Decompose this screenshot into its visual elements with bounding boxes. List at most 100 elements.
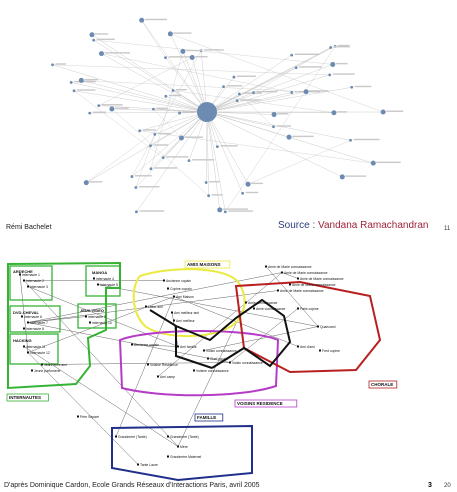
graph-node-label-mark [153,144,169,146]
person-label: internaute 6 [24,315,42,319]
person-label: Chef copain [210,357,228,361]
graph-edge [71,82,208,113]
social-link [19,274,29,353]
graph-node-label-mark [294,53,320,55]
group-label-box [234,399,298,408]
person-label: internaute 5 [100,283,118,287]
graph-node [134,186,138,189]
chorale-region [234,280,382,374]
person-label: internaute 9 [88,315,106,319]
person-node [27,351,29,354]
graph-edge [206,111,343,178]
graph-node-label-mark [168,56,191,58]
person-node [193,369,195,372]
person-label: Fred copine [322,349,340,353]
slide-social-circles: INTERNAUTES AMIS MAISONS VOISINS RESIDENCE… [0,248,457,492]
person-label: Amie de Marie connaissance [268,265,312,269]
graph-node-label-mark [236,75,256,77]
graph-edge [74,90,208,113]
graph-node-label-mark [276,125,292,127]
graph-node [72,89,76,93]
graph-edge [206,111,220,210]
person-node [203,349,205,352]
person-node [207,357,209,360]
graph-edge [253,47,331,93]
social-link [281,272,299,279]
graph-node-label-mark [256,90,278,93]
graph-node [290,91,294,94]
person-node [245,301,247,304]
person-label: Ami Maison [176,295,194,299]
famille-region [111,424,253,482]
graph-node-label-mark [96,38,115,41]
person-node [167,435,169,438]
graph-edge [206,74,330,113]
graph-node [178,135,184,141]
person-node [41,363,43,366]
graph-node [135,210,138,214]
person-label: Paris copine [300,307,319,311]
graph-edge [91,34,208,113]
graph-node-label-mark [144,18,168,21]
group-label: AMIS MAISONS [187,262,221,267]
group-label: INTERNAUTES [9,395,41,400]
graph-node-label-mark [184,136,204,138]
graph-edge [165,57,208,113]
person-node [137,463,139,466]
graph-edge [170,33,208,113]
person-node [177,445,179,448]
person-node [157,375,159,378]
group-label: VOISINS RESIDENCE [237,401,283,406]
graph-edge [206,54,292,113]
graph-edge [206,87,352,113]
person-label: Lalou ami [148,305,163,309]
jeux-video-box [77,303,117,329]
social-link [23,346,179,447]
graph-edge [135,134,155,188]
person-label: Tante Laure [140,463,158,467]
graph-edge [153,108,182,139]
graph-node [153,133,157,136]
graph-edge [206,47,331,113]
graph-node-label-mark [299,66,323,68]
person-label: internaute 12 [30,351,50,355]
person-node [253,307,255,310]
person-node [317,325,319,328]
graph-node [370,160,376,166]
graph-node [252,91,255,94]
subgroup-label: HACKING [13,338,32,343]
person-node [177,345,179,348]
person-label: internaute 8 [26,327,44,331]
graph-node [223,210,227,214]
graph-node-label-mark [245,191,259,194]
graph-node [178,111,181,115]
social-link [27,352,139,465]
graph-node [149,167,153,171]
graph-edge [206,64,333,113]
person-node [19,273,21,276]
graph-node-label-mark [204,49,224,51]
person-label: Amie de Marie connaissance [292,283,336,287]
person-node [173,319,175,322]
person-node [281,271,283,274]
person-label: internaute 11 [26,345,46,349]
subgroup-label: JEUX VIDEO [80,308,104,313]
core-network [149,298,292,369]
graph-node-label-mark [74,80,96,83]
person-label: Ancienne copain [134,343,159,347]
person-label: Amie connaissance [248,301,278,305]
internautes-region [7,261,121,390]
ardeche-box [9,265,53,301]
person-label: internaute 3 [30,285,48,289]
graph-edge [73,90,164,158]
person-label: internaute 10 [92,321,112,325]
person-label: Mère [180,445,188,449]
graph-node [328,73,332,77]
graph-node [164,94,168,98]
person-label: Jeune parfumerie [34,369,61,373]
graph-node-label-mark [338,44,350,47]
person-label: Ami meilleur ami [174,311,199,315]
graph-node-label-mark [173,32,192,34]
graph-node-label-mark [226,85,243,87]
graph-edge [81,80,307,92]
